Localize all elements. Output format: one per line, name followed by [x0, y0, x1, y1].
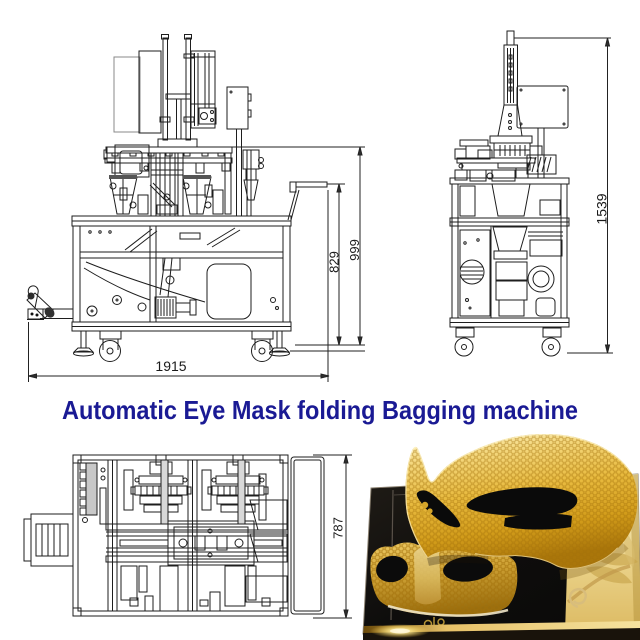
svg-text:1915: 1915: [155, 358, 186, 374]
svg-text:829: 829: [327, 251, 342, 273]
svg-text:787: 787: [331, 517, 346, 539]
svg-text:Automatic Eye Mask folding Bag: Automatic Eye Mask folding Bagging machi…: [62, 395, 578, 425]
svg-text:999: 999: [347, 239, 362, 261]
svg-text:1539: 1539: [594, 193, 610, 224]
